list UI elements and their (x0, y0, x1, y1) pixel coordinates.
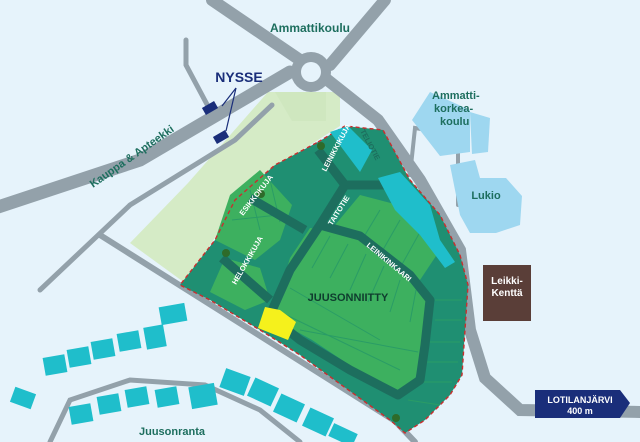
bus-stop-icon (212, 130, 230, 144)
bus-stop-icon (201, 101, 219, 115)
label-ammattikorkeakoulu-3: koulu (440, 116, 469, 128)
label-lukio: Lukio (471, 190, 501, 202)
road-northeast (324, 0, 391, 71)
label-lotilanjarvi-distance: 400 m (567, 406, 593, 416)
tree-markers (222, 142, 400, 422)
residential-buildings-east (330, 126, 455, 268)
label-ammattikorkeakoulu-1: Ammatti- (432, 90, 480, 102)
lotilanjarvi-sign (535, 390, 630, 418)
label-leikkikentta-2: Kenttä (491, 288, 523, 299)
roundabout-center (301, 62, 321, 82)
area-boundary (178, 125, 469, 434)
park-area-north (275, 92, 326, 121)
lukio-buildings (450, 160, 522, 233)
street-esikkokuja-path (247, 194, 308, 234)
tree-icon (317, 142, 325, 150)
tree-icon (222, 249, 230, 257)
tree-icon (257, 190, 265, 198)
label-ammattikorkeakoulu-2: korkea- (434, 103, 473, 115)
lot-lines (231, 179, 462, 406)
road-north (206, 0, 306, 66)
path-park (37, 102, 275, 293)
tree-icon (392, 414, 400, 422)
street-taitotie-path (265, 182, 349, 317)
playground (483, 265, 531, 321)
plot-lots (210, 170, 440, 395)
park-area (130, 92, 340, 283)
label-lotilanjarvi: LOTILANJÄRVI (547, 395, 612, 405)
street-leinikinkaari-path (272, 220, 435, 400)
path-north (183, 37, 213, 113)
label-ammattikoulu: Ammattikoulu (270, 21, 350, 35)
highlighted-lot (258, 307, 296, 340)
main-road-west (0, 65, 297, 214)
internal-streets (219, 147, 435, 400)
label-leikkikentta-1: Leikki- (491, 276, 523, 287)
label-juusonranta: Juusonranta (139, 426, 206, 438)
label-juusonniitty: JUUSONNIITTY (308, 292, 389, 304)
label-nysse: NYSSE (215, 69, 262, 85)
bus-stop-icons (201, 87, 237, 144)
residential-buildings-south (9, 302, 358, 442)
street-helokkikuja-path (219, 254, 273, 304)
ammattikorkeakoulu-buildings (412, 92, 490, 156)
road-juusonranta (47, 377, 303, 442)
